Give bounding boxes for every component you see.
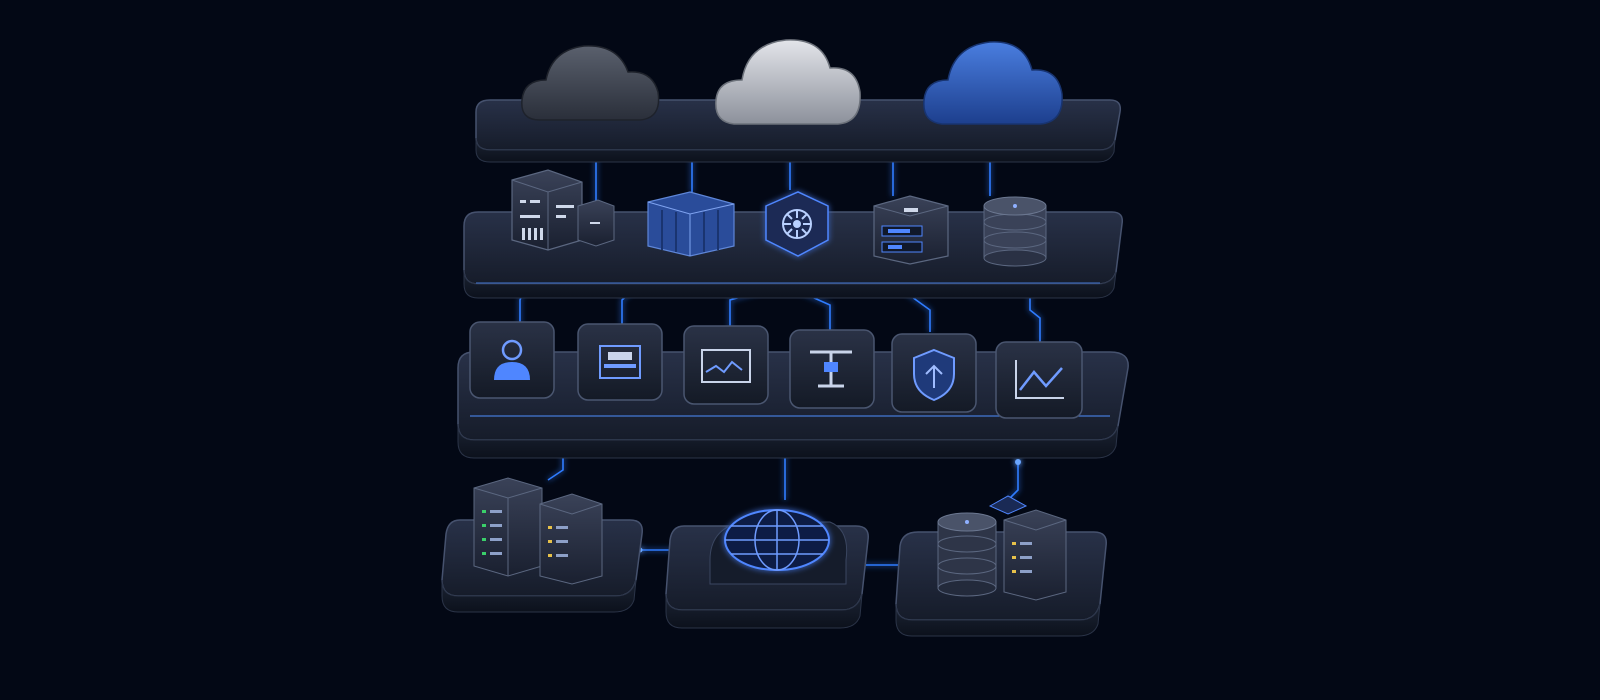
printer-icon xyxy=(577,323,663,401)
globe-network-icon xyxy=(709,509,848,585)
api-gateway-icon xyxy=(789,329,875,409)
grey-cloud-icon xyxy=(715,39,861,125)
analytics-chart-icon xyxy=(995,341,1083,419)
database-icon xyxy=(983,196,1047,267)
network-appliance-icon xyxy=(873,195,949,265)
database-server-icon xyxy=(937,495,1067,601)
server-cluster-icon xyxy=(473,477,603,585)
dashboard-icon xyxy=(683,325,769,405)
server-rack-icon xyxy=(511,169,615,251)
security-shield-icon xyxy=(891,333,977,413)
dark-cloud-icon xyxy=(521,45,660,121)
storage-array-icon xyxy=(647,191,735,257)
kubernetes-icon xyxy=(765,191,829,257)
database-server-platform xyxy=(895,531,1107,637)
user-icon xyxy=(469,321,555,399)
blue-cloud-icon xyxy=(923,41,1063,125)
